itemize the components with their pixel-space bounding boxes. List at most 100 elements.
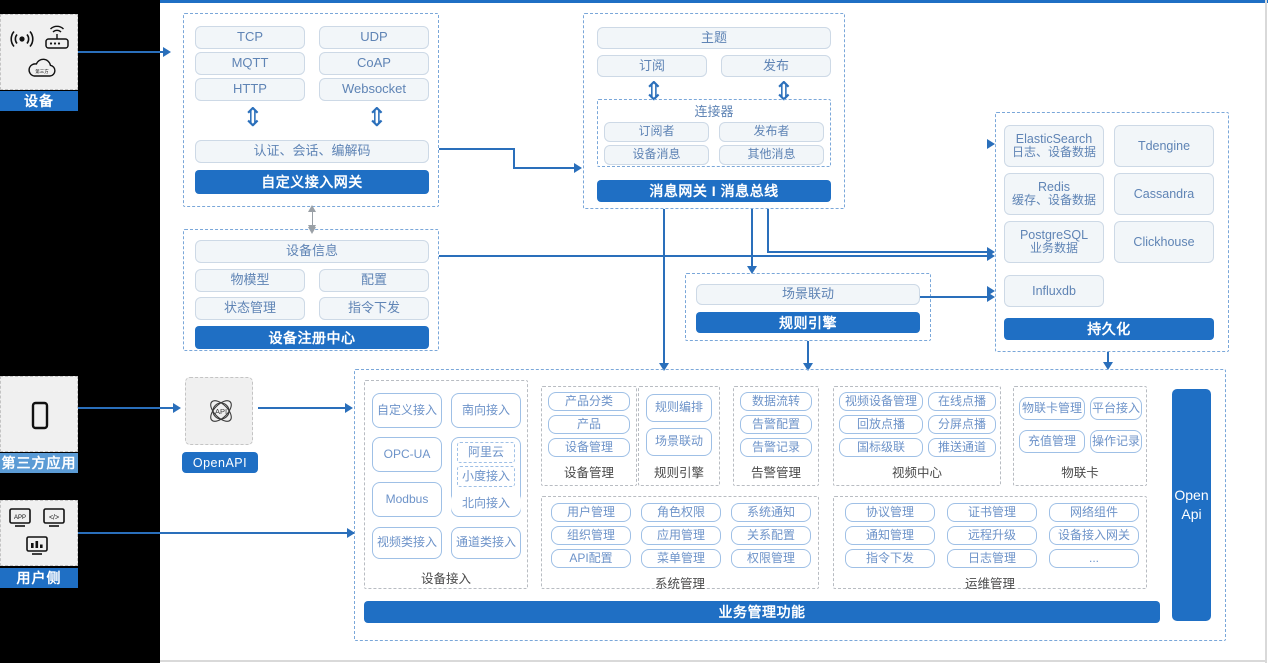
svg-text:API: API bbox=[215, 407, 227, 416]
item-role-permission[interactable]: 角色权限 bbox=[641, 503, 721, 522]
item-scene-linkage[interactable]: 场景联动 bbox=[646, 428, 712, 456]
rule-scene-linkage[interactable]: 场景联动 bbox=[696, 284, 920, 305]
protocol-udp[interactable]: UDP bbox=[319, 26, 429, 49]
item-opc-ua[interactable]: OPC-UA bbox=[372, 437, 442, 472]
item-protocol-mgmt[interactable]: 协议管理 bbox=[845, 503, 935, 522]
item-cert-mgmt[interactable]: 证书管理 bbox=[947, 503, 1037, 522]
store-redis[interactable]: Redis 缓存、设备数据 bbox=[1004, 173, 1104, 215]
registry-command[interactable]: 指令下发 bbox=[319, 297, 429, 320]
registry-thing-model[interactable]: 物模型 bbox=[195, 269, 305, 292]
openapi-business-line bbox=[258, 407, 346, 409]
item-northbound-access[interactable]: 北向接入 bbox=[451, 492, 521, 515]
registry-config[interactable]: 配置 bbox=[319, 269, 429, 292]
store-influxdb[interactable]: Influxdb bbox=[1004, 275, 1104, 307]
item-video-access[interactable]: 视频类接入 bbox=[372, 527, 442, 559]
registry-state-mgmt[interactable]: 状态管理 bbox=[195, 297, 305, 320]
item-more[interactable]: ... bbox=[1049, 549, 1139, 568]
item-device-access-gateway[interactable]: 设备接入网关 bbox=[1049, 526, 1139, 545]
item-network-component[interactable]: 网络组件 bbox=[1049, 503, 1139, 522]
item-modbus[interactable]: Modbus bbox=[372, 482, 442, 517]
connector-subscriber[interactable]: 订阅者 bbox=[604, 122, 709, 142]
open-api-vertical-bar[interactable]: Open Api bbox=[1172, 389, 1211, 621]
item-permission-mgmt[interactable]: 权限管理 bbox=[731, 549, 811, 568]
item-notice-mgmt[interactable]: 通知管理 bbox=[845, 526, 935, 545]
protocol-mqtt[interactable]: MQTT bbox=[195, 52, 305, 75]
item-operation-log[interactable]: 操作记录 bbox=[1090, 430, 1142, 453]
store-tdengine[interactable]: Tdengine bbox=[1114, 125, 1214, 167]
protocol-websocket[interactable]: Websocket bbox=[319, 78, 429, 101]
protocol-coap[interactable]: CoAP bbox=[319, 52, 429, 75]
item-remote-upgrade[interactable]: 远程升级 bbox=[947, 526, 1037, 545]
bus-subscribe[interactable]: 订阅 bbox=[597, 55, 707, 77]
bus-rule-arrow bbox=[747, 266, 757, 274]
item-custom-access[interactable]: 自定义接入 bbox=[372, 393, 442, 428]
item-device-management[interactable]: 设备管理 bbox=[548, 438, 630, 457]
svg-text:APP: APP bbox=[14, 515, 26, 521]
connector-publisher[interactable]: 发布者 bbox=[719, 122, 824, 142]
registry-header[interactable]: 设备信息 bbox=[195, 240, 429, 263]
store-elasticsearch[interactable]: ElasticSearch 日志、设备数据 bbox=[1004, 125, 1104, 167]
item-alarm-config[interactable]: 告警配置 bbox=[740, 415, 812, 434]
item-menu-mgmt[interactable]: 菜单管理 bbox=[641, 549, 721, 568]
group-device-access bbox=[364, 380, 528, 589]
bus-topic[interactable]: 主题 bbox=[597, 27, 831, 49]
item-product-category[interactable]: 产品分类 bbox=[548, 392, 630, 411]
connector-other-message[interactable]: 其他消息 bbox=[719, 145, 824, 165]
rule-engine-panel bbox=[685, 273, 931, 341]
protocol-http[interactable]: HTTP bbox=[195, 78, 305, 101]
item-split-screen-play[interactable]: 分屏点播 bbox=[928, 415, 996, 434]
item-xiaodu-access[interactable]: 小度接入 bbox=[457, 466, 515, 487]
top-accent-line bbox=[160, 0, 1268, 3]
bottom-edge-line bbox=[160, 660, 1265, 662]
item-aliyun[interactable]: 阿里云 bbox=[457, 442, 515, 463]
item-data-flow[interactable]: 数据流转 bbox=[740, 392, 812, 411]
group-label-ops-mgmt: 运维管理 bbox=[964, 577, 1015, 591]
item-command-dispatch[interactable]: 指令下发 bbox=[845, 549, 935, 568]
persistence-panel bbox=[995, 112, 1229, 352]
store-redis-sub: 缓存、设备数据 bbox=[1011, 193, 1096, 208]
item-rule-orchestration[interactable]: 规则编排 bbox=[646, 394, 712, 422]
persist-business-arrow bbox=[1103, 362, 1113, 370]
store-postgresql[interactable]: PostgreSQL 业务数据 bbox=[1004, 221, 1104, 263]
persist-arrow-bottom bbox=[987, 286, 995, 296]
bus-publish[interactable]: 发布 bbox=[721, 55, 831, 77]
item-user-mgmt[interactable]: 用户管理 bbox=[551, 503, 631, 522]
item-recharge-mgmt[interactable]: 充值管理 bbox=[1019, 430, 1085, 453]
item-platform-access[interactable]: 平台接入 bbox=[1090, 397, 1142, 420]
connector-device-message[interactable]: 设备消息 bbox=[604, 145, 709, 165]
store-clickhouse[interactable]: Clickhouse bbox=[1114, 221, 1214, 263]
item-video-device-mgmt[interactable]: 视频设备管理 bbox=[839, 392, 923, 411]
item-relation-config[interactable]: 关系配置 bbox=[731, 526, 811, 545]
chart-icon bbox=[26, 536, 48, 555]
item-playback[interactable]: 回放点播 bbox=[839, 415, 923, 434]
item-push-channel[interactable]: 推送通道 bbox=[928, 438, 996, 457]
group-device-mgmt bbox=[541, 386, 637, 486]
store-elasticsearch-name: ElasticSearch bbox=[1015, 131, 1093, 146]
item-log-mgmt[interactable]: 日志管理 bbox=[947, 549, 1037, 568]
item-org-mgmt[interactable]: 组织管理 bbox=[551, 526, 631, 545]
item-gb-cascade[interactable]: 国标级联 bbox=[839, 438, 923, 457]
bus-updown-icon-right: ⇕ bbox=[773, 76, 795, 106]
api-atom-icon: API bbox=[210, 400, 232, 422]
item-iot-card-mgmt[interactable]: 物联卡管理 bbox=[1019, 397, 1085, 420]
user-side-card: APP </> bbox=[0, 500, 78, 566]
item-api-config[interactable]: API配置 bbox=[551, 549, 631, 568]
gateway-registry-arrow-up bbox=[308, 205, 316, 212]
gateway-middle[interactable]: 认证、会话、编解码 bbox=[195, 140, 429, 163]
item-channel-access[interactable]: 通道类接入 bbox=[451, 527, 521, 559]
item-app-mgmt[interactable]: 应用管理 bbox=[641, 526, 721, 545]
item-southbound-access[interactable]: 南向接入 bbox=[451, 393, 521, 428]
bus-business-arrow bbox=[659, 363, 669, 371]
store-cassandra[interactable]: Cassandra bbox=[1114, 173, 1214, 215]
protocol-tcp[interactable]: TCP bbox=[195, 26, 305, 49]
item-alarm-record[interactable]: 告警记录 bbox=[740, 438, 812, 457]
bus-business-line bbox=[663, 209, 665, 366]
item-system-notice[interactable]: 系统通知 bbox=[731, 503, 811, 522]
item-product[interactable]: 产品 bbox=[548, 415, 630, 434]
registry-persist-arrow bbox=[987, 251, 995, 261]
item-online-play[interactable]: 在线点播 bbox=[928, 392, 996, 411]
device-connector-arrow bbox=[163, 47, 171, 57]
registry-footer: 设备注册中心 bbox=[195, 326, 429, 349]
device-card: 第三方 bbox=[0, 14, 78, 90]
